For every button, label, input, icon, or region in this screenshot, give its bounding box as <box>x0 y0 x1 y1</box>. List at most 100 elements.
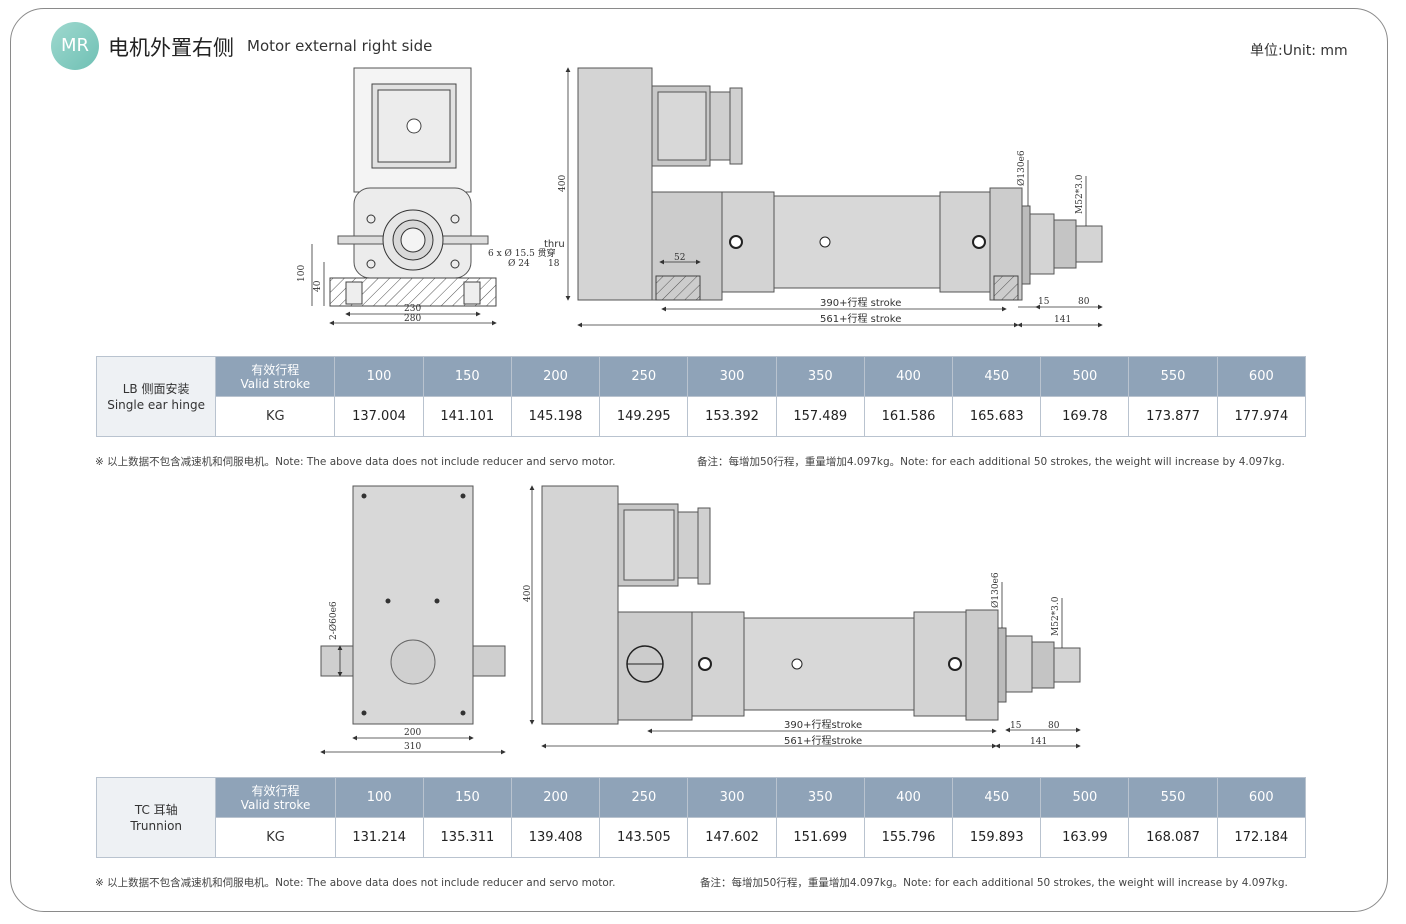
dim-200: 200 <box>404 728 421 738</box>
tc-weight-cell: 163.99 <box>1040 817 1130 858</box>
unit-label: 单位:Unit: mm <box>1250 43 1348 59</box>
note-left-bottom: ※ 以上数据不包含减速机和伺服电机。Note: The above data d… <box>95 877 616 889</box>
lb-stroke-cell: 300 <box>687 356 777 397</box>
lb-weight-cell: 161.586 <box>863 396 954 437</box>
tc-weight-cell: 135.311 <box>422 817 513 858</box>
dim-15-bottom: 15 <box>1010 721 1022 731</box>
tc-header-cn: 有效行程 <box>251 783 300 798</box>
tc-stroke-cell: 100 <box>334 777 424 818</box>
lb-table-label: LB 侧面安装 Single ear hinge <box>95 356 217 437</box>
tc-stroke-cell: 450 <box>952 777 1042 818</box>
lb-header-cn: 有效行程 <box>251 362 300 377</box>
dim-15: 15 <box>1038 297 1050 307</box>
tc-stroke-cell: 600 <box>1216 777 1307 818</box>
dim-141: 141 <box>1054 315 1071 325</box>
lb-weight-cell: 157.489 <box>775 396 865 437</box>
series-badge: MR <box>51 22 99 70</box>
thru-label: thru <box>544 239 565 250</box>
dim-141-bottom: 141 <box>1030 737 1047 747</box>
lb-weight-cell: 145.198 <box>510 396 601 437</box>
dim-230: 230 <box>404 304 421 314</box>
dim-m52: M52*3.0 <box>1075 174 1085 214</box>
dim-561-stroke: 561+行程 stroke <box>820 312 901 325</box>
lb-weight-cell: 169.78 <box>1040 396 1130 437</box>
page-frame <box>10 8 1388 912</box>
dim-m52-bottom: M52*3.0 <box>1051 596 1061 636</box>
lb-weight-cell: 153.392 <box>687 396 777 437</box>
lb-stroke-cell: 550 <box>1128 356 1218 397</box>
lb-stroke-cell: 600 <box>1216 356 1307 397</box>
dim-52: 52 <box>674 253 685 263</box>
dim-310: 310 <box>404 742 421 752</box>
tc-side-view <box>529 485 1081 749</box>
lb-stroke-cell: 450 <box>952 356 1042 397</box>
tc-stroke-cell: 200 <box>511 777 601 818</box>
lb-stroke-cell: 100 <box>334 356 424 397</box>
tc-weight-table: TC 耳轴 Trunnion 有效行程 Valid stroke 100 150… <box>95 777 1307 858</box>
tc-weight-cell: 159.893 <box>952 817 1042 858</box>
tc-stroke-cell: 500 <box>1040 777 1130 818</box>
dim-2phi60: 2-Ø60e6 <box>328 601 339 640</box>
lb-weight-cell: 173.877 <box>1128 396 1218 437</box>
tc-front-view <box>320 485 506 755</box>
lb-weight-cell: 149.295 <box>599 396 689 437</box>
hole-note-1: 6 x Ø 15.5 贯穿 <box>488 247 556 259</box>
lb-stroke-cell: 150 <box>422 356 512 397</box>
dim-400-bottom: 400 <box>523 585 533 602</box>
note-left-top: ※ 以上数据不包含减速机和伺服电机。Note: The above data d… <box>95 456 616 468</box>
dim-390-stroke: 390+行程 stroke <box>820 296 901 309</box>
dim-130e6-bottom: Ø130e6 <box>990 572 1001 608</box>
tc-weight-cell: 168.087 <box>1128 817 1218 858</box>
tc-label-en: Trunnion <box>130 818 183 833</box>
tc-weight-cell: 172.184 <box>1216 817 1307 858</box>
lb-weight-cell: 137.004 <box>334 396 424 437</box>
tc-stroke-cell: 150 <box>422 777 513 818</box>
lb-stroke-cell: 500 <box>1040 356 1130 397</box>
tc-weight-cell: 143.505 <box>599 817 689 858</box>
note-right-top: 备注：每增加50行程，重量增加4.097kg。Note: for each ad… <box>697 456 1285 468</box>
page-title-cn: 电机外置右侧 <box>108 36 234 60</box>
lb-stroke-cell: 350 <box>775 356 865 397</box>
tc-stroke-cell: 550 <box>1128 777 1218 818</box>
dim-80: 80 <box>1078 297 1090 307</box>
tc-stroke-header: 有效行程 Valid stroke <box>215 777 336 818</box>
lb-stroke-header: 有效行程 Valid stroke <box>215 356 336 397</box>
tc-stroke-cell: 350 <box>775 777 865 818</box>
lb-weight-table: LB 侧面安装 Single ear hinge 有效行程 Valid stro… <box>95 356 1307 437</box>
note-right-bottom: 备注：每增加50行程，重量增加4.097kg。Note: for each ad… <box>700 877 1288 889</box>
tc-stroke-cell: 300 <box>687 777 777 818</box>
lb-label-cn: LB 侧面安装 <box>122 381 190 396</box>
dim-400: 400 <box>558 175 568 192</box>
tc-weight-cell: 139.408 <box>511 817 601 858</box>
lb-weight-cell: 165.683 <box>952 396 1042 437</box>
lb-side-view <box>565 67 1103 328</box>
page-title-en: Motor external right side <box>247 37 433 55</box>
lb-front-view <box>311 67 497 326</box>
hole-note-3: 18 <box>548 259 560 269</box>
dim-130e6: Ø130e6 <box>1016 150 1027 186</box>
lb-stroke-cell: 250 <box>599 356 689 397</box>
dim-40: 40 <box>313 280 323 292</box>
tc-kg-label: KG <box>215 817 336 858</box>
lb-weight-cell: 141.101 <box>422 396 512 437</box>
lb-stroke-cell: 200 <box>510 356 601 397</box>
tc-label-cn: TC 耳轴 <box>134 802 178 817</box>
tc-weight-cell: 147.602 <box>687 817 777 858</box>
tc-weight-cell: 151.699 <box>775 817 865 858</box>
tc-stroke-cell: 250 <box>599 777 689 818</box>
tc-stroke-cell: 400 <box>863 777 954 818</box>
hole-note-2: Ø 24 <box>508 258 530 269</box>
dim-100: 100 <box>297 265 307 282</box>
lb-stroke-cell: 400 <box>863 356 954 397</box>
lb-label-en: Single ear hinge <box>107 397 205 412</box>
lb-header-en: Valid stroke <box>240 376 311 391</box>
dim-80-bottom: 80 <box>1048 721 1060 731</box>
dim-390-stroke-bottom: 390+行程stroke <box>784 718 862 731</box>
dim-561-stroke-bottom: 561+行程stroke <box>784 734 862 747</box>
tc-weight-cell: 155.796 <box>863 817 954 858</box>
tc-table-label: TC 耳轴 Trunnion <box>95 777 217 858</box>
tc-weight-cell: 131.214 <box>334 817 424 858</box>
lb-weight-cell: 177.974 <box>1216 396 1307 437</box>
lb-kg-label: KG <box>215 396 336 437</box>
